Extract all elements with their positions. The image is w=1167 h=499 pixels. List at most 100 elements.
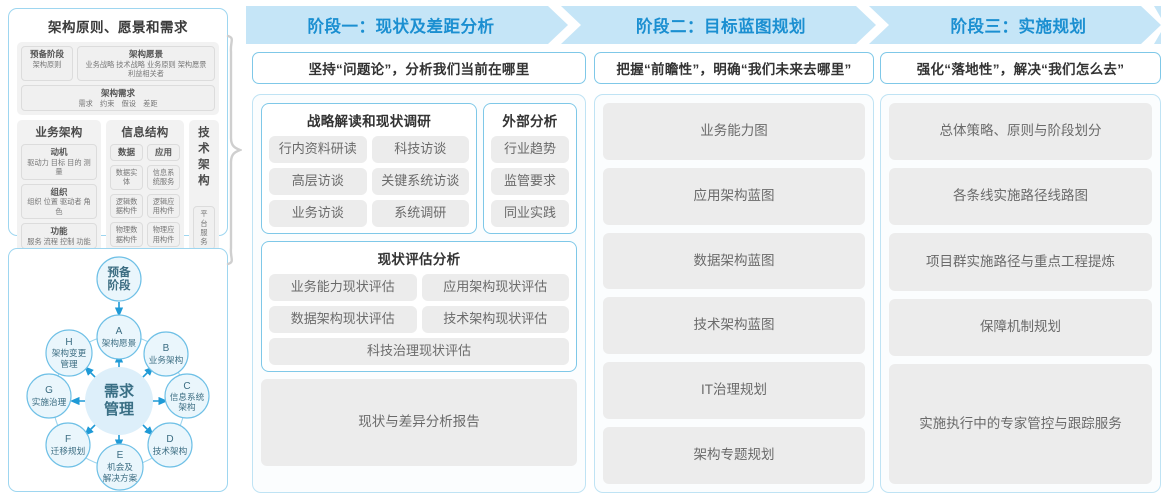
togaf-title: 架构原则、愿景和需求 <box>48 20 188 35</box>
phase-1-report-chip[interactable]: 现状与差异分析报告 <box>261 379 577 466</box>
togaf-prep-cell: 预备阶段 架构原则 <box>21 46 73 82</box>
togaf-info-app-head: 应用 <box>154 147 172 158</box>
chevron-divider-1 <box>548 6 581 44</box>
togaf-content-framework-card: 架构原则、愿景和需求 预备阶段 架构原则 架构愿景 业务战略 技术战略 业务原则… <box>8 8 228 436</box>
phase-1-chip[interactable]: 关键系统访谈 <box>371 168 469 195</box>
togaf-column-technology-title: 技术架构 <box>198 127 210 188</box>
svg-text:G: G <box>45 385 53 396</box>
chevron-divider-2 <box>856 6 889 44</box>
phase-3-subtitle: 强化“落地性”，解决“我们怎么去” <box>880 52 1161 84</box>
svg-text:架构愿景: 架构愿景 <box>102 337 137 348</box>
phase-1-chip[interactable]: 系统调研 <box>371 200 469 227</box>
phase-1-chip[interactable]: 行业趋势 <box>491 136 569 163</box>
phase-1-chip[interactable]: 业务能力现状评估 <box>269 274 417 301</box>
svg-text:实施治理: 实施治理 <box>32 396 67 407</box>
adm-node-h <box>45 329 93 377</box>
togaf-info-data-item: 逻辑数据构件 <box>110 193 143 219</box>
phase-3-chip[interactable]: 保障机制规划 <box>889 298 1152 356</box>
phase-2-chip[interactable]: 架构专题规划 <box>603 427 865 484</box>
phase-1-chip[interactable]: 应用架构现状评估 <box>421 274 569 301</box>
svg-text:预备: 预备 <box>108 265 131 279</box>
phase-3-chip[interactable]: 实施执行中的专家管控与跟踪服务 <box>889 363 1152 485</box>
adm-node-c <box>164 373 210 419</box>
phase-1-chip[interactable]: 数据架构现状评估 <box>269 306 417 333</box>
adm-node-e <box>96 443 144 491</box>
togaf-tech-item-sub: 平台服务 <box>200 209 208 247</box>
phase-header-band-svg <box>246 6 1161 44</box>
phase-3-chip[interactable]: 项目群实施路径与重点工程提炼 <box>889 233 1152 291</box>
phase-3-chip[interactable]: 各条线实施路径线路图 <box>889 168 1152 226</box>
svg-text:架构: 架构 <box>178 401 196 412</box>
togaf-info-data-item: 数据实体 <box>110 164 143 190</box>
togaf-biz-item: 功能 服务 流程 控制 功能 <box>21 223 97 249</box>
phase-1-chip[interactable]: 监管要求 <box>491 168 569 195</box>
togaf-info-app-item: 逻辑应用构件 <box>147 193 180 219</box>
phase-2-chip[interactable]: 业务能力图 <box>603 103 865 160</box>
phase-1-chip[interactable]: 同业实践 <box>491 200 569 227</box>
togaf-biz-item-head: 功能 <box>50 226 68 237</box>
svg-text:迁移规划: 迁移规划 <box>51 445 85 456</box>
adm-diagram: 需求 管理 预备 阶段 A 架构愿景 B 业务架构 <box>9 249 227 491</box>
togaf-biz-item-head: 动机 <box>50 147 68 158</box>
adm-node-prep <box>96 256 142 302</box>
svg-text:E: E <box>117 450 124 461</box>
adm-node-f <box>45 422 91 468</box>
togaf-info-data-head: 数据 <box>117 147 135 158</box>
svg-text:阶段: 阶段 <box>108 278 131 292</box>
phase-2-header: 阶段二：目标蓝图规划 <box>636 18 806 36</box>
phase-1-group-assessment: 现状评估分析 业务能力现状评估 应用架构现状评估 数据架构现状评估 技术架构现状… <box>261 241 577 372</box>
togaf-prep-head: 预备阶段 <box>29 49 64 59</box>
svg-text:B: B <box>163 343 170 354</box>
phase-3-chip[interactable]: 总体策略、原则与阶段划分 <box>889 103 1152 161</box>
togaf-info-data-sub: 物理数据构件 <box>115 225 138 244</box>
svg-text:技术架构: 技术架构 <box>153 445 188 456</box>
phase-1-group-external: 外部分析 行业趋势 监管要求 同业实践 <box>483 103 577 234</box>
phase-1-chip[interactable]: 科技访谈 <box>371 136 469 163</box>
phase-1-chip[interactable]: 行内资料研读 <box>269 136 367 163</box>
togaf-info-app-item: 应用 <box>147 144 180 161</box>
left-column: 架构原则、愿景和需求 预备阶段 架构原则 架构愿景 业务战略 技术战略 业务原则… <box>8 8 228 492</box>
svg-text:A: A <box>116 326 123 337</box>
togaf-requirement-cell: 架构需求 需求 约束 假设 差距 <box>21 85 215 112</box>
togaf-info-data-sub: 数据实体 <box>115 167 138 187</box>
phase-2-panel: 业务能力图 应用架构蓝图 数据架构蓝图 技术架构蓝图 IT治理规划 架构专题规划 <box>594 94 874 493</box>
phase-1-subtitle: 坚持“问题论”，分析我们当前在哪里 <box>252 52 586 84</box>
phase-1-chip[interactable]: 技术架构现状评估 <box>421 306 569 333</box>
phase-1-chip[interactable]: 业务访谈 <box>269 200 367 227</box>
adm-node-d <box>147 422 193 468</box>
phase-2-chip[interactable]: 应用架构蓝图 <box>603 167 865 225</box>
adm-node-b <box>143 331 189 377</box>
phase-1-chip[interactable]: 高层访谈 <box>269 168 367 195</box>
adm-center-line1: 需求 <box>104 382 135 400</box>
adm-cycle-card: 需求 管理 预备 阶段 A 架构愿景 B 业务架构 <box>8 248 228 492</box>
svg-text:F: F <box>65 434 71 445</box>
togaf-biz-item-sub: 组织 位置 驱动者 角色 <box>27 197 91 216</box>
phase-2-list: 业务能力图 应用架构蓝图 数据架构蓝图 技术架构蓝图 IT治理规划 架构专题规划 <box>603 103 865 484</box>
phase-2-subtitle: 把握“前瞻性”，明确“我们未来去哪里” <box>594 52 874 84</box>
connector-brace <box>226 34 244 266</box>
svg-text:机会及: 机会及 <box>107 461 133 472</box>
togaf-column-information-title: 信息结构 <box>121 127 169 140</box>
phase-2-chip[interactable]: 数据架构蓝图 <box>603 232 865 290</box>
adm-node-g <box>26 373 72 419</box>
togaf-requirement-sub: 需求 约束 假设 差距 <box>78 98 158 108</box>
svg-text:H: H <box>65 337 72 348</box>
adm-center-node <box>85 367 153 435</box>
svg-text:C: C <box>183 381 190 392</box>
togaf-vision-sub: 业务战略 技术战略 业务原则 架构愿景 利益相关者 <box>85 59 207 78</box>
togaf-info-app-sub: 信息系统服务 <box>152 167 175 187</box>
phase-1-chip[interactable]: 科技治理现状评估 <box>269 338 569 365</box>
togaf-column-business-title: 业务架构 <box>35 127 83 140</box>
phase-2-chip[interactable]: 技术架构蓝图 <box>603 297 865 355</box>
togaf-biz-item-sub: 驱动力 目标 目的 测量 <box>27 157 91 177</box>
svg-text:D: D <box>166 434 173 445</box>
brace-svg <box>226 34 244 266</box>
togaf-info-app-sub: 物理应用构件 <box>152 225 175 244</box>
togaf-biz-item: 组织 组织 位置 驱动者 角色 <box>21 183 97 220</box>
adm-svg: 需求 管理 预备 阶段 A 架构愿景 B 业务架构 <box>26 256 210 491</box>
svg-text:解决方案: 解决方案 <box>103 472 138 483</box>
togaf-info-app-item: 物理应用构件 <box>147 222 180 248</box>
svg-text:架构变更: 架构变更 <box>52 347 87 358</box>
phase-2-chip[interactable]: IT治理规划 <box>603 362 865 420</box>
